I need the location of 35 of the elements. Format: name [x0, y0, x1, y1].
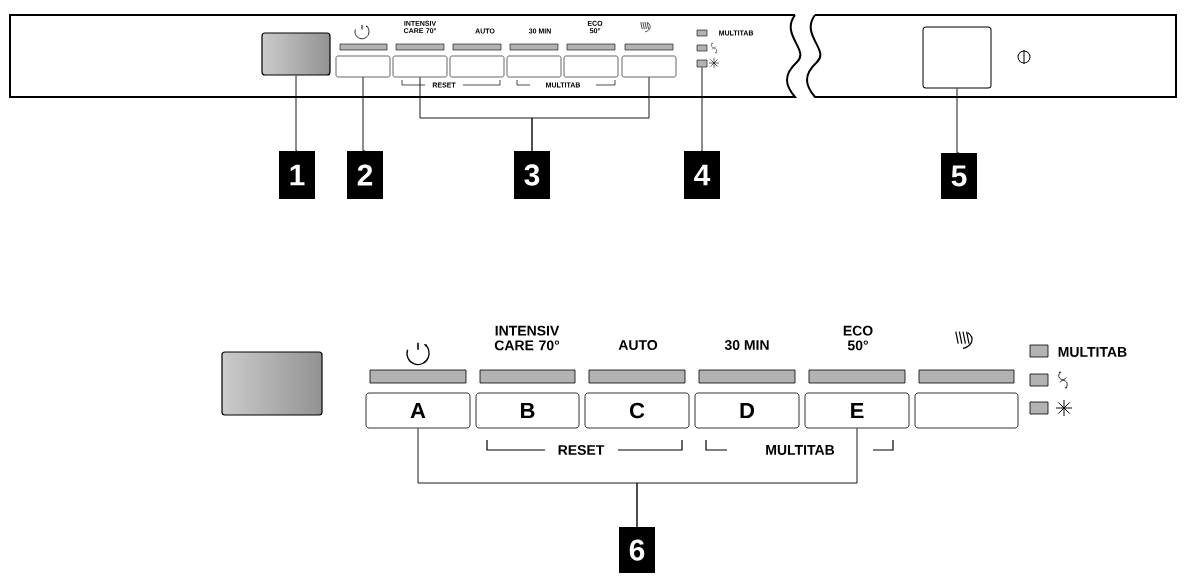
bracket-label: RESET: [556, 443, 606, 457]
program-button: [506, 55, 562, 78]
leader-line: [362, 76, 366, 152]
indicator-light: [696, 59, 708, 68]
program-button: E: [804, 392, 910, 429]
callout-number: 2: [347, 151, 383, 199]
bracket-label: MULTITAB: [763, 443, 837, 457]
program-label: INTENSIV CARE 70°: [488, 324, 566, 352]
program-button: [449, 55, 505, 78]
callout-number: 5: [941, 153, 977, 199]
program-label: AUTO: [616, 338, 660, 352]
callout-number: 1: [279, 151, 315, 199]
display-window: [221, 351, 323, 416]
leader-line: [956, 88, 960, 154]
callout-number: 3: [514, 151, 550, 199]
leader-line: [531, 76, 650, 152]
program-label: 30 MIN: [722, 338, 772, 352]
leader-line: [295, 75, 298, 152]
leader-line: [701, 66, 703, 152]
leader-line: [636, 427, 858, 528]
program-button: [563, 55, 619, 78]
program-label: ECO 50°: [836, 324, 880, 352]
program-button: D: [694, 392, 800, 429]
indicator-label: MULTITAB: [1056, 345, 1129, 359]
program-button: C: [584, 392, 690, 429]
program-button: B: [475, 392, 580, 429]
program-button: [335, 55, 391, 78]
program-button: [914, 392, 1019, 429]
program-button: A: [365, 392, 471, 429]
power-button: [922, 26, 992, 89]
program-button: [621, 55, 677, 78]
callout-number: 4: [684, 151, 720, 199]
program-button: [392, 55, 448, 78]
display-window: [261, 32, 331, 76]
callout-number: 6: [619, 527, 655, 573]
